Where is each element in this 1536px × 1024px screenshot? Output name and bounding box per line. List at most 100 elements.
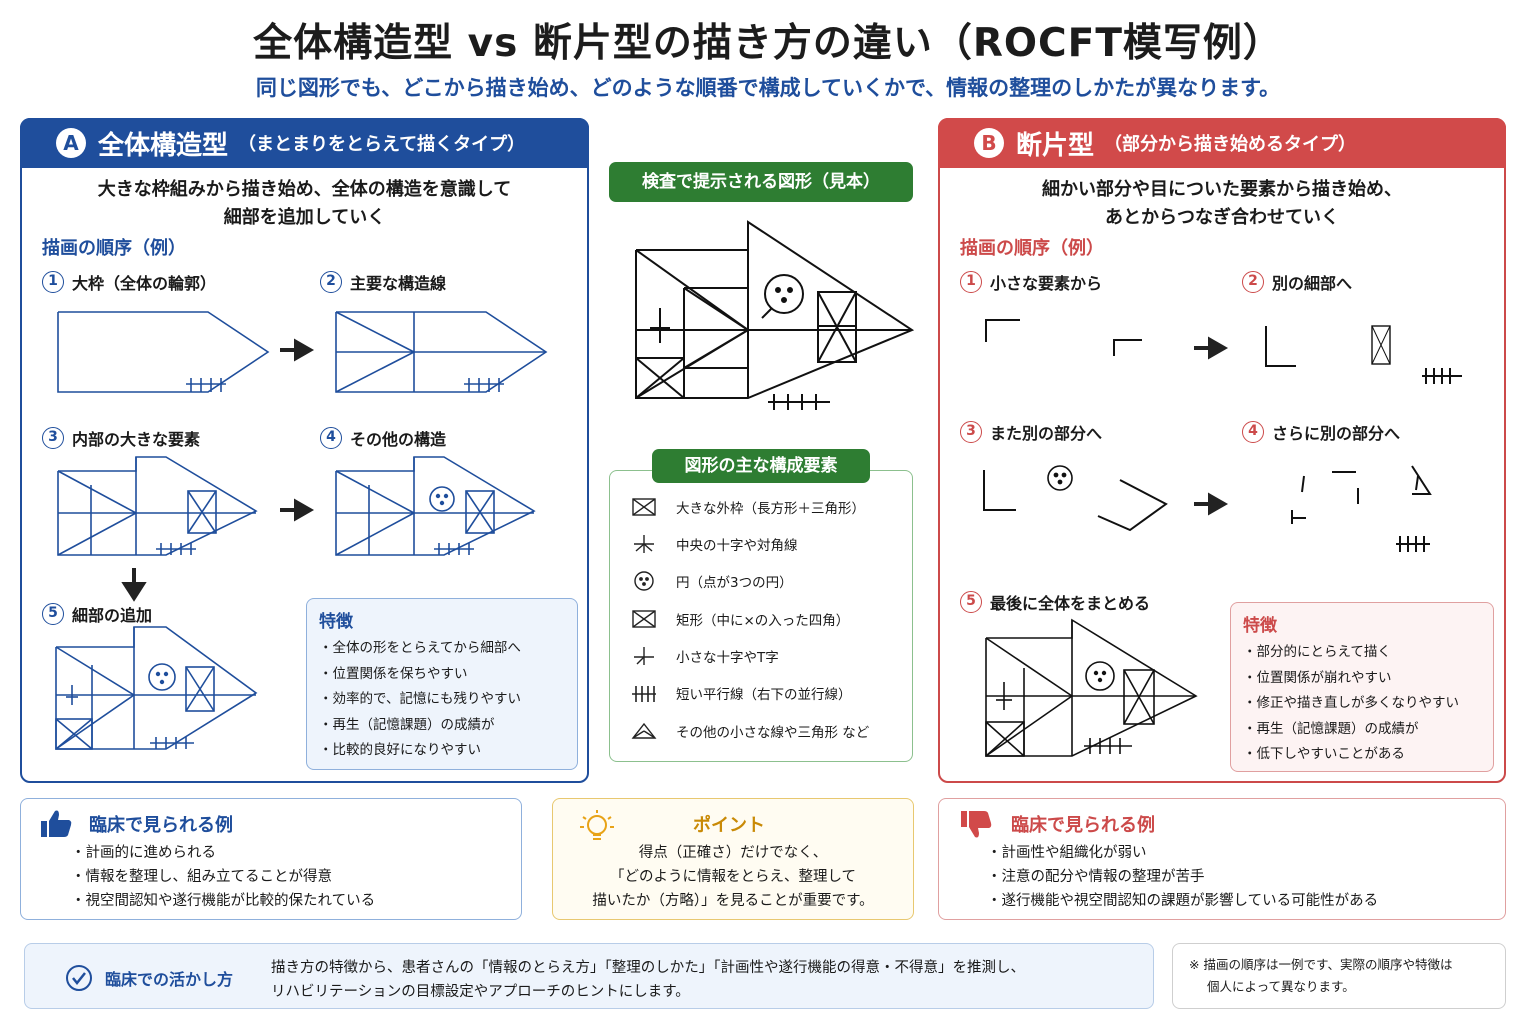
page-subtitle: 同じ図形でも、どこから描き始め、どのような順番で構成していくかで、情報の整理のし…: [255, 76, 1281, 100]
step-label: 最後に全体をまとめる: [990, 594, 1151, 613]
rocft-sample-figure: [635, 220, 915, 410]
feature-item: 位置関係が崩れやすい: [1243, 666, 1481, 692]
component-label: 小さな十字やT字: [676, 650, 779, 666]
component-item: 短い平行線（右下の並行線）: [632, 683, 852, 703]
panel-a-header: A 全体構造型 （まとまりをとらえて描くタイプ）: [20, 118, 589, 168]
note-line: 個人によって異なります。: [1207, 979, 1355, 994]
step-label: 小さな要素から: [990, 274, 1103, 293]
step-2-structure-drawing: [335, 311, 548, 393]
cross-diagonal-icon: [634, 535, 654, 553]
step-number: 3: [960, 421, 982, 443]
step-label: 内部の大きな要素: [72, 430, 201, 449]
panel-a-subtitle: （まとまりをとらえて描くタイプ）: [238, 134, 526, 155]
feature-item: 再生（記憶課題）の成績が: [319, 713, 565, 739]
point-title: ポイント: [693, 815, 765, 836]
arrow-right-icon: [280, 338, 315, 362]
panel-a-step-1: 1 大枠（全体の輪郭）: [42, 270, 216, 294]
step-5-detail-drawing: [55, 626, 258, 750]
small-cross-icon: [634, 647, 654, 665]
panel-a-step-4: 4 その他の構造: [320, 426, 446, 450]
panel-a-sequence-label: 描画の順序（例）: [42, 238, 186, 259]
component-label: 中央の十字や対角線: [676, 538, 798, 554]
step-number: 5: [42, 603, 64, 625]
component-item: 円（点が3つの円）: [632, 571, 793, 591]
panel-b-step-2: 2 別の細部へ: [1242, 270, 1352, 294]
feature-item: 再生（記憶課題）の成績が: [1243, 717, 1481, 743]
panel-a-desc-line2: 細部を追加していく: [223, 207, 386, 228]
panel-a-desc-line1: 大きな枠組みから描き始め、全体の構造を意識して: [97, 179, 512, 200]
component-item: 大きな外枠（長方形＋三角形）: [632, 497, 865, 517]
component-label: 矩形（中に×の入った四角）: [676, 613, 850, 629]
panel-a-features: 特徴 全体の形をとらえてから細部へ 位置関係を保ちやすい 効率的で、記憶にも残り…: [306, 598, 578, 770]
arrow-down-icon: [121, 568, 147, 602]
panel-a-step-2: 2 主要な構造線: [320, 270, 446, 294]
circle-dots-icon: [634, 571, 654, 591]
usage-text: 描き方の特徴から、患者さんの「情報のとらえ方」「整理のしかた」「計画性や遂行機能…: [271, 956, 1025, 1004]
panel-b-letter: B: [974, 128, 1004, 158]
arrow-right-icon: [1194, 492, 1229, 516]
step-number: 2: [1242, 271, 1264, 293]
step-number: 3: [42, 427, 64, 449]
usage-title: 臨床での活かし方: [105, 970, 234, 989]
point-line: 得点（正確さ）だけでなく、: [638, 845, 828, 861]
feature-item: 部分的にとらえて描く: [1243, 640, 1481, 666]
step-number: 4: [320, 427, 342, 449]
panel-a-description: 大きな枠組みから描き始め、全体の構造を意識して 細部を追加していく: [22, 176, 587, 232]
parallel-lines-icon: [632, 686, 656, 702]
clinical-b-item: 注意の配分や情報の整理が苦手: [987, 865, 1378, 889]
clinical-a-title: 臨床で見られる例: [89, 815, 233, 836]
component-label: 大きな外枠（長方形＋三角形）: [676, 501, 865, 517]
features-title: 特徴: [319, 612, 353, 632]
step-number: 4: [1242, 421, 1264, 443]
feature-item: 効率的で、記憶にも残りやすい: [319, 687, 565, 713]
step-number: 2: [320, 271, 342, 293]
panel-b-subtitle: （部分から描き始めるタイプ）: [1104, 134, 1357, 155]
clinical-examples-b: 臨床で見られる例 計画性や組織化が弱い 注意の配分や情報の整理が苦手 遂行機能や…: [938, 798, 1506, 920]
sample-figure-title: 検査で提示される図形（見本）: [609, 162, 913, 202]
rect-x-icon: [632, 610, 656, 628]
clinical-a-item: 情報を整理し、組み立てることが得意: [71, 865, 375, 889]
lightbulb-icon: [580, 810, 614, 840]
components-box: 大きな外枠（長方形＋三角形） 中央の十字や対角線 円（点が3つの円） 矩形（中に…: [609, 470, 913, 762]
panel-b-desc-line1: 細かい部分や目についた要素から描き始め、: [1042, 179, 1402, 200]
usage-line: 描き方の特徴から、患者さんの「情報のとらえ方」「整理のしかた」「計画性や遂行機能…: [271, 960, 1025, 976]
panel-b-title: 断片型: [1016, 130, 1095, 161]
component-item: 小さな十字やT字: [632, 646, 779, 666]
step-label: 別の細部へ: [1272, 274, 1353, 293]
arrow-right-icon: [1194, 336, 1229, 360]
point-line: 「どのように情報をとらえ、整理して: [609, 869, 857, 885]
point-text: 得点（正確さ）だけでなく、 「どのように情報をとらえ、整理して 描いたか（方略）…: [553, 841, 913, 913]
fragment-step-1-drawing: [985, 319, 1142, 356]
fragment-step-5-drawing: [985, 618, 1198, 757]
panel-b-features: 特徴 部分的にとらえて描く 位置関係が崩れやすい 修正や描き直しが多くなりやすい…: [1230, 602, 1494, 772]
step-label: 主要な構造線: [350, 274, 447, 293]
step-label: その他の構造: [350, 430, 447, 449]
note-box: ※ 描画の順序は一例です、実際の順序や特徴は 個人によって異なります。: [1172, 943, 1506, 1009]
thumbs-up-icon: [41, 810, 72, 837]
check-circle-icon: [66, 965, 92, 991]
panel-a-title: 全体構造型: [98, 130, 229, 161]
fragment-step-3-drawing: [983, 465, 1168, 532]
step-number: 1: [42, 271, 64, 293]
step-label: 大枠（全体の輪郭）: [72, 274, 217, 293]
step-number: 5: [960, 591, 982, 613]
panel-a-step-3: 3 内部の大きな要素: [42, 426, 200, 450]
component-label: 円（点が3つの円）: [676, 575, 793, 591]
fragment-step-4-drawing: [1291, 465, 1432, 552]
component-label: その他の小さな線や三角形 など: [676, 725, 870, 741]
component-label: 短い平行線（右下の並行線）: [676, 687, 852, 703]
usage-line: リハビリテーションの目標設定やアプローチのヒントにします。: [271, 984, 690, 1000]
step-4-other-structure-drawing: [335, 456, 536, 556]
page-title: 全体構造型 vs 断片型の描き方の違い（ROCFT模写例）: [253, 21, 1283, 66]
panel-b-header: B 断片型 （部分から描き始めるタイプ）: [938, 118, 1506, 168]
thumbs-down-icon: [961, 811, 992, 838]
component-item: その他の小さな線や三角形 など: [631, 721, 870, 741]
note-text: ※ 描画の順序は一例です、実際の順序や特徴は 個人によって異なります。: [1189, 954, 1452, 998]
clinical-a-item: 視空間認知や遂行機能が比較的保たれている: [71, 889, 376, 913]
clinical-b-item: 遂行機能や視空間認知の課題が影響している可能性がある: [987, 889, 1379, 913]
fragment-step-2-drawing: [1265, 325, 1462, 384]
